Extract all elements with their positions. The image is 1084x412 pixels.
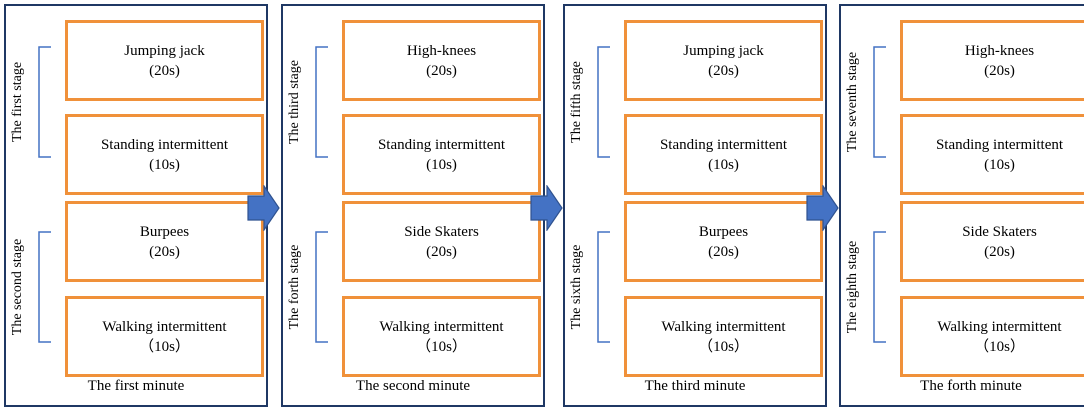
stage-bracket <box>315 231 328 343</box>
activity-box: Standing intermittent (10s) <box>65 114 264 195</box>
stage-label: The seventh stage <box>845 51 860 153</box>
activity-duration: （10s） <box>416 338 467 355</box>
activity-box: Burpees (20s) <box>624 201 823 282</box>
activity-duration: （10s） <box>974 338 1025 355</box>
activity-box: Standing intermittent (10s) <box>900 114 1084 195</box>
activity-duration: (20s) <box>426 243 457 260</box>
activity-name: Standing intermittent <box>935 136 1064 153</box>
activity-name: Jumping jack <box>124 42 205 59</box>
stage-bracket <box>873 46 886 158</box>
activity-name: Burpees <box>698 223 749 240</box>
activity-box: Walking intermittent （10s） <box>900 296 1084 377</box>
activity-box: High-knees (20s) <box>900 20 1084 101</box>
activity-box: Standing intermittent (10s) <box>624 114 823 195</box>
activity-name: Burpees <box>139 223 190 240</box>
stage-label: The forth stage <box>287 244 302 330</box>
activity-duration: （10s） <box>139 338 190 355</box>
minute-panel-2: High-knees (20s) Standing intermittent (… <box>281 4 545 407</box>
activity-name: Standing intermittent <box>659 136 788 153</box>
activity-box: Side Skaters (20s) <box>900 201 1084 282</box>
activity-name: Walking intermittent <box>102 318 227 335</box>
minute-label: The forth minute <box>920 378 1022 394</box>
minute-label: The second minute <box>355 378 471 394</box>
activity-name: Side Skaters <box>962 223 1037 240</box>
activity-name: Side Skaters <box>404 223 479 240</box>
stage-label: The second stage <box>10 238 25 336</box>
activity-box: Side Skaters (20s) <box>342 201 541 282</box>
activity-box: Jumping jack (20s) <box>624 20 823 101</box>
activity-duration: (20s) <box>149 243 180 260</box>
activity-box: Standing intermittent (10s) <box>342 114 541 195</box>
activity-duration: (20s) <box>426 62 457 79</box>
activity-name: High-knees <box>964 42 1035 59</box>
activity-name: High-knees <box>406 42 477 59</box>
stage-bracket <box>38 46 51 158</box>
activity-name: Walking intermittent <box>379 318 504 335</box>
minute-label: The third minute <box>644 378 746 394</box>
activity-duration: (10s) <box>984 156 1015 173</box>
activity-name: Standing intermittent <box>100 136 229 153</box>
stage-bracket <box>597 46 610 158</box>
stage-bracket <box>597 231 610 343</box>
minute-panel-1: Jumping jack (20s) Standing intermittent… <box>4 4 268 407</box>
stage-label: The fifth stage <box>569 61 584 143</box>
activity-duration: （10s） <box>698 338 749 355</box>
activity-name: Walking intermittent <box>937 318 1062 335</box>
stage-bracket <box>38 231 51 343</box>
minute-label: The first minute <box>87 378 185 394</box>
stage-bracket <box>315 46 328 158</box>
activity-box: Jumping jack (20s) <box>65 20 264 101</box>
activity-duration: (10s) <box>149 156 180 173</box>
minute-panel-3: Jumping jack (20s) Standing intermittent… <box>563 4 827 407</box>
stage-bracket <box>873 231 886 343</box>
activity-duration: (20s) <box>708 62 739 79</box>
activity-box: High-knees (20s) <box>342 20 541 101</box>
stage-label: The first stage <box>10 61 25 143</box>
stage-label: The sixth stage <box>569 244 584 330</box>
activity-duration: (20s) <box>984 62 1015 79</box>
stage-label: The third stage <box>287 60 302 144</box>
arrow-right-icon <box>530 185 563 231</box>
activity-box: Walking intermittent （10s） <box>624 296 823 377</box>
activity-duration: (20s) <box>708 243 739 260</box>
activity-duration: (10s) <box>426 156 457 173</box>
arrow-right-icon <box>247 185 280 231</box>
stage-label: The eighth stage <box>845 240 860 334</box>
activity-box: Burpees (20s) <box>65 201 264 282</box>
arrow-right-icon <box>806 185 839 231</box>
activity-name: Standing intermittent <box>377 136 506 153</box>
minute-panel-4: High-knees (20s) Standing intermittent (… <box>839 4 1084 407</box>
activity-box: Walking intermittent （10s） <box>342 296 541 377</box>
activity-name: Walking intermittent <box>661 318 786 335</box>
activity-duration: (10s) <box>708 156 739 173</box>
activity-name: Jumping jack <box>683 42 764 59</box>
activity-duration: (20s) <box>984 243 1015 260</box>
activity-box: Walking intermittent （10s） <box>65 296 264 377</box>
activity-duration: (20s) <box>149 62 180 79</box>
